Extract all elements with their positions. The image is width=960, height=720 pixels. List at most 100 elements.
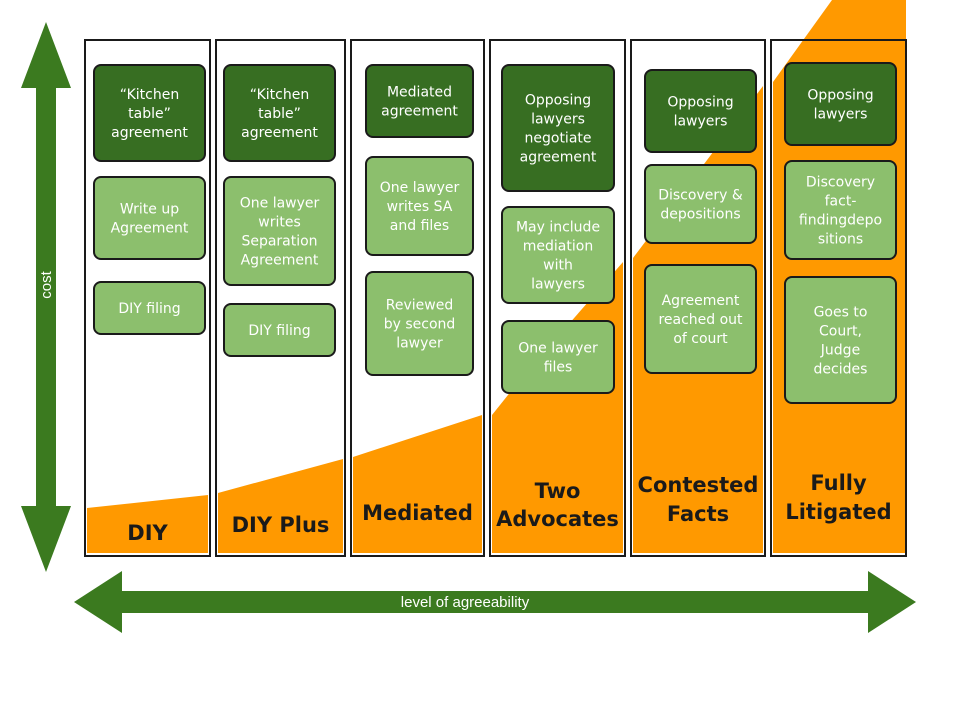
- column-label: DIY: [127, 521, 168, 545]
- step-box-text: Discovery &: [658, 188, 743, 204]
- step-box-shape: [644, 164, 757, 244]
- step-box-text: with: [543, 258, 573, 274]
- step-box: May include mediation with lawyers: [501, 206, 615, 304]
- step-box-text: Reviewed: [386, 298, 453, 314]
- step-box-text: Agreement: [662, 293, 740, 309]
- step-box-text: findingdepo: [799, 213, 882, 229]
- step-box-text: depositions: [660, 207, 740, 223]
- column-frame: [84, 39, 211, 557]
- step-box-text: May include: [516, 220, 600, 236]
- cost-axis-arrow: [21, 22, 71, 572]
- step-box-text: Goes to: [814, 305, 868, 321]
- step-box-shape: [365, 156, 474, 256]
- axes-layer: cost level of agreeability: [21, 22, 916, 633]
- column-label: Two: [535, 479, 581, 503]
- step-box-text: negotiate: [525, 131, 592, 147]
- step-box-shape: [644, 69, 757, 153]
- step-box-shape: [93, 281, 206, 335]
- step-box-text: table”: [258, 106, 301, 122]
- step-box-shape: [365, 271, 474, 376]
- step-box-shape: [784, 62, 897, 146]
- column-frame: [489, 39, 626, 557]
- column-label: Contested: [638, 473, 759, 497]
- step-box-text: agreement: [381, 104, 458, 120]
- step-box-text: Discovery: [806, 175, 875, 191]
- step-box: Opposing lawyers negotiate agreement: [501, 64, 615, 192]
- step-box-text: lawyers: [531, 277, 585, 293]
- step-box-text: Mediated: [387, 85, 452, 101]
- step-box-shape: [223, 176, 336, 286]
- step-box-text: fact-: [825, 194, 857, 210]
- column-label: Litigated: [785, 500, 891, 524]
- agreeability-axis-arrow: [74, 571, 916, 633]
- step-box-shape: [501, 64, 615, 192]
- step-box-text: lawyers: [674, 114, 728, 130]
- step-box-text: table”: [128, 106, 171, 122]
- step-box-text: writes SA: [387, 199, 453, 215]
- step-box-shape: [223, 64, 336, 162]
- step-box-text: writes: [258, 215, 301, 231]
- step-box-text: lawyer: [396, 336, 443, 352]
- step-box-shape: [93, 64, 206, 162]
- step-box: One lawyer writes SA and files: [365, 156, 474, 256]
- step-box-shape: [501, 206, 615, 304]
- cost-axis-label: cost: [38, 270, 55, 298]
- step-box-text: mediation: [523, 239, 593, 255]
- column-frame: [350, 39, 485, 557]
- step-box-text: lawyers: [531, 112, 585, 128]
- column-frame: [770, 39, 907, 557]
- step-box: Reviewed by second lawyer: [365, 271, 474, 376]
- step-box-text: reached out: [658, 312, 743, 328]
- step-box-shape: [365, 64, 474, 138]
- step-box-shape: [784, 276, 897, 404]
- cost-fill-3: [353, 415, 482, 553]
- step-box-text: One lawyer: [380, 180, 460, 196]
- step-box-text: files: [544, 360, 573, 376]
- step-box-text: Agreement: [241, 253, 319, 269]
- step-box-text: Agreement: [111, 221, 189, 237]
- column-label: Facts: [667, 502, 729, 526]
- agreeability-axis-label: level of agreeability: [401, 594, 530, 611]
- step-box-text: DIY filing: [248, 323, 310, 339]
- step-box-shape: [644, 264, 757, 374]
- cost-fill-1: [87, 495, 208, 553]
- step-box-text: Separation: [241, 234, 317, 250]
- step-box-text: decides: [814, 362, 868, 378]
- step-box-text: agreement: [520, 150, 597, 166]
- step-box-text: agreement: [241, 125, 318, 141]
- step-box-text: Opposing: [525, 93, 591, 109]
- column-frame: [215, 39, 346, 557]
- step-box-text: by second: [384, 317, 456, 333]
- step-box-shape: [784, 160, 897, 260]
- step-box-shape: [93, 176, 206, 260]
- step-box-text: and files: [390, 218, 449, 234]
- step-box: Opposing lawyers: [644, 69, 757, 153]
- column-frame: [630, 39, 766, 557]
- cost-fill-2: [218, 459, 343, 553]
- step-box-text: agreement: [111, 125, 188, 141]
- step-box-text: lawyers: [814, 107, 868, 123]
- step-box: DIY filing: [223, 303, 336, 357]
- column-label: Advocates: [496, 507, 619, 531]
- column-label: Mediated: [362, 501, 473, 525]
- step-box-text: One lawyer: [518, 341, 598, 357]
- step-box: Discovery & depositions: [644, 164, 757, 244]
- step-box-text: “Kitchen: [120, 87, 179, 103]
- step-box-text: Opposing: [667, 95, 733, 111]
- step-box-text: Judge: [820, 343, 860, 359]
- step-box: DIY filing: [93, 281, 206, 335]
